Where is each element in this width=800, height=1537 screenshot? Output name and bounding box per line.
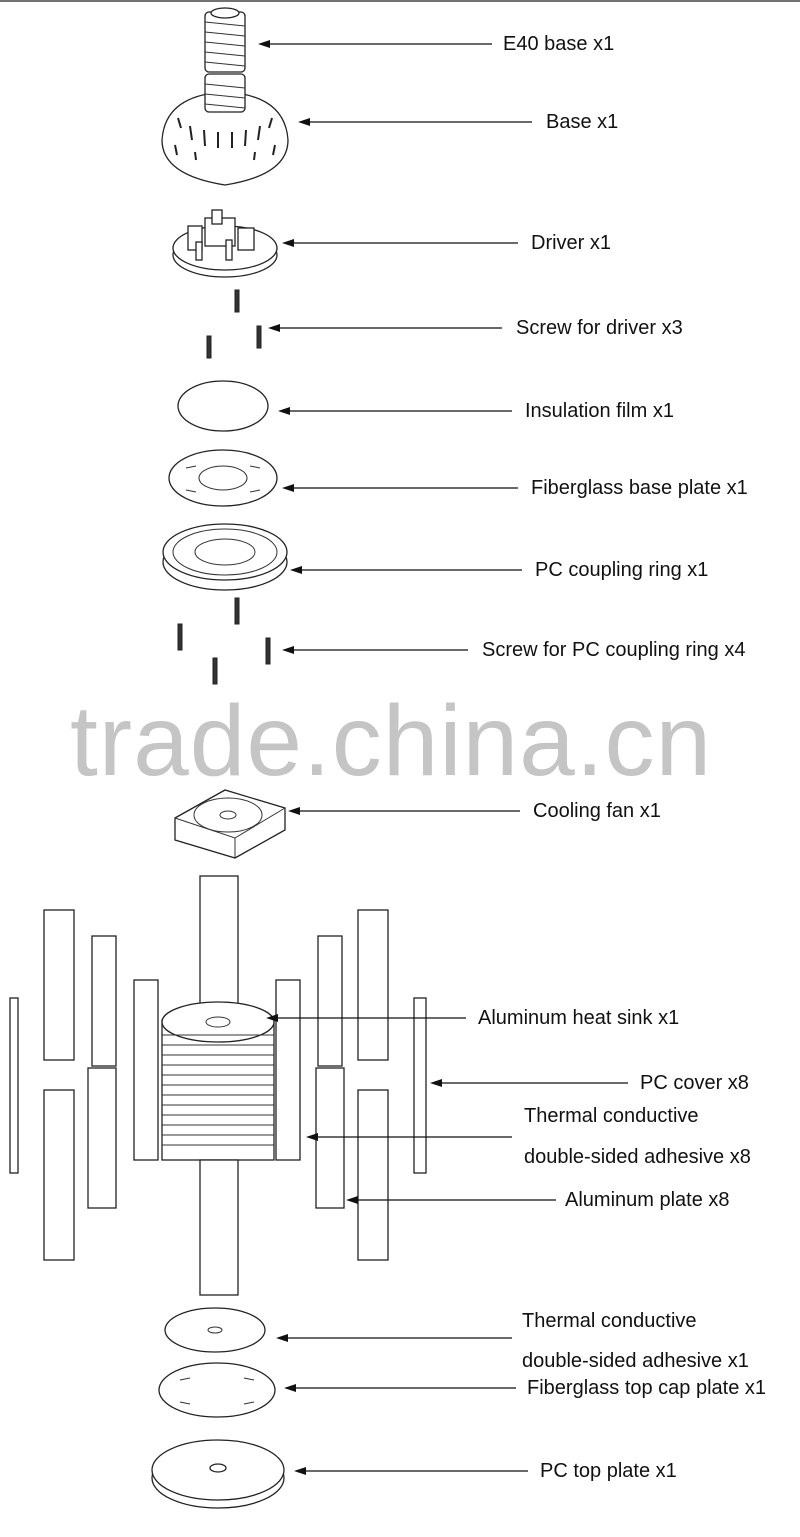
label-pc-coupling-ring: PC coupling ring x1: [535, 559, 709, 581]
left-covers-part: [9, 909, 159, 1261]
label-cooling-fan: Cooling fan x1: [533, 800, 661, 822]
label-insulation-film: Insulation film x1: [525, 400, 674, 422]
label-screw-ring: Screw for PC coupling ring x4: [482, 639, 746, 661]
label-base: Base x1: [546, 111, 619, 133]
label-adhesive-x1-line1: Thermal conductive: [522, 1310, 697, 1332]
driver-part: [172, 209, 278, 278]
e40-base-part: [204, 7, 246, 73]
pc-coupling-ring-part: [162, 523, 288, 591]
label-fiberglass-top-cap: Fiberglass top cap plate x1: [527, 1377, 767, 1399]
base-part: [161, 73, 289, 186]
label-adhesive-x1-line2: double-sided adhesive x1: [522, 1350, 749, 1372]
label-fiberglass-base-plate: Fiberglass base plate x1: [531, 477, 748, 499]
label-aluminum-plate: Aluminum plate x8: [565, 1189, 730, 1211]
insulation-film-part: [177, 380, 269, 432]
label-adhesive-x8-line1: Thermal conductive: [524, 1105, 699, 1127]
label-adhesive-x8-line2: double-sided adhesive x8: [524, 1146, 751, 1168]
pc-top-plate-part: [151, 1439, 285, 1509]
thermal-adhesive-disc-part: [164, 1307, 266, 1353]
label-pc-cover: PC cover x8: [640, 1072, 749, 1094]
leader-lines: [258, 40, 628, 1475]
watermark-text: trade.china.cn: [70, 685, 713, 797]
right-covers-part: [275, 909, 427, 1261]
label-driver: Driver x1: [531, 232, 612, 254]
ring-screws-part: [177, 597, 271, 685]
label-screw-driver: Screw for driver x3: [516, 317, 683, 339]
label-heat-sink: Aluminum heat sink x1: [478, 1007, 680, 1029]
label-e40-base: E40 base x1: [503, 33, 615, 55]
fiberglass-top-cap-part: [158, 1362, 276, 1418]
fiberglass-base-plate-part: [168, 449, 278, 507]
heat-sink-part: [161, 875, 275, 1296]
cooling-fan-part: [174, 789, 286, 859]
driver-screws-part: [206, 289, 262, 359]
label-pc-top-plate: PC top plate x1: [540, 1460, 677, 1482]
